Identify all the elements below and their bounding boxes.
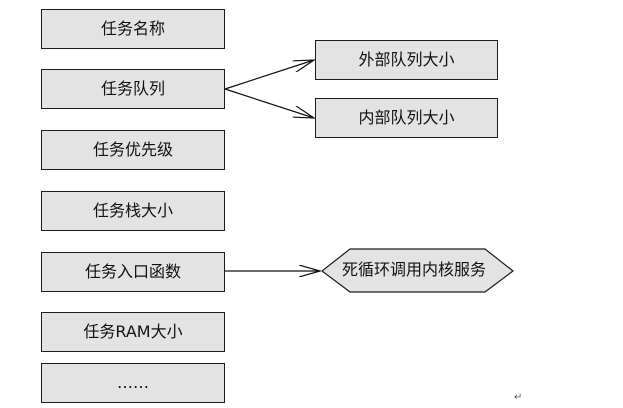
internal-queue-size-box: 内部队列大小 — [315, 98, 498, 138]
ellipsis-box: …… — [41, 363, 225, 403]
task-stack-size-box: 任务栈大小 — [41, 191, 225, 231]
queue-to-external-arrow — [224, 60, 314, 90]
task-queue-box: 任务队列 — [41, 69, 225, 109]
queue-to-internal-arrow — [224, 88, 314, 118]
kernel-service-label: 死循环调用内核服务 — [341, 260, 486, 279]
task-priority-box: 任务优先级 — [41, 130, 225, 170]
task-ram-size-box: 任务RAM大小 — [41, 312, 225, 352]
return-mark-icon: ↵ — [514, 392, 523, 403]
external-queue-size-box: 外部队列大小 — [315, 40, 498, 80]
task-name-box: 任务名称 — [41, 9, 225, 49]
task-entry-function-box: 任务入口函数 — [41, 252, 225, 292]
